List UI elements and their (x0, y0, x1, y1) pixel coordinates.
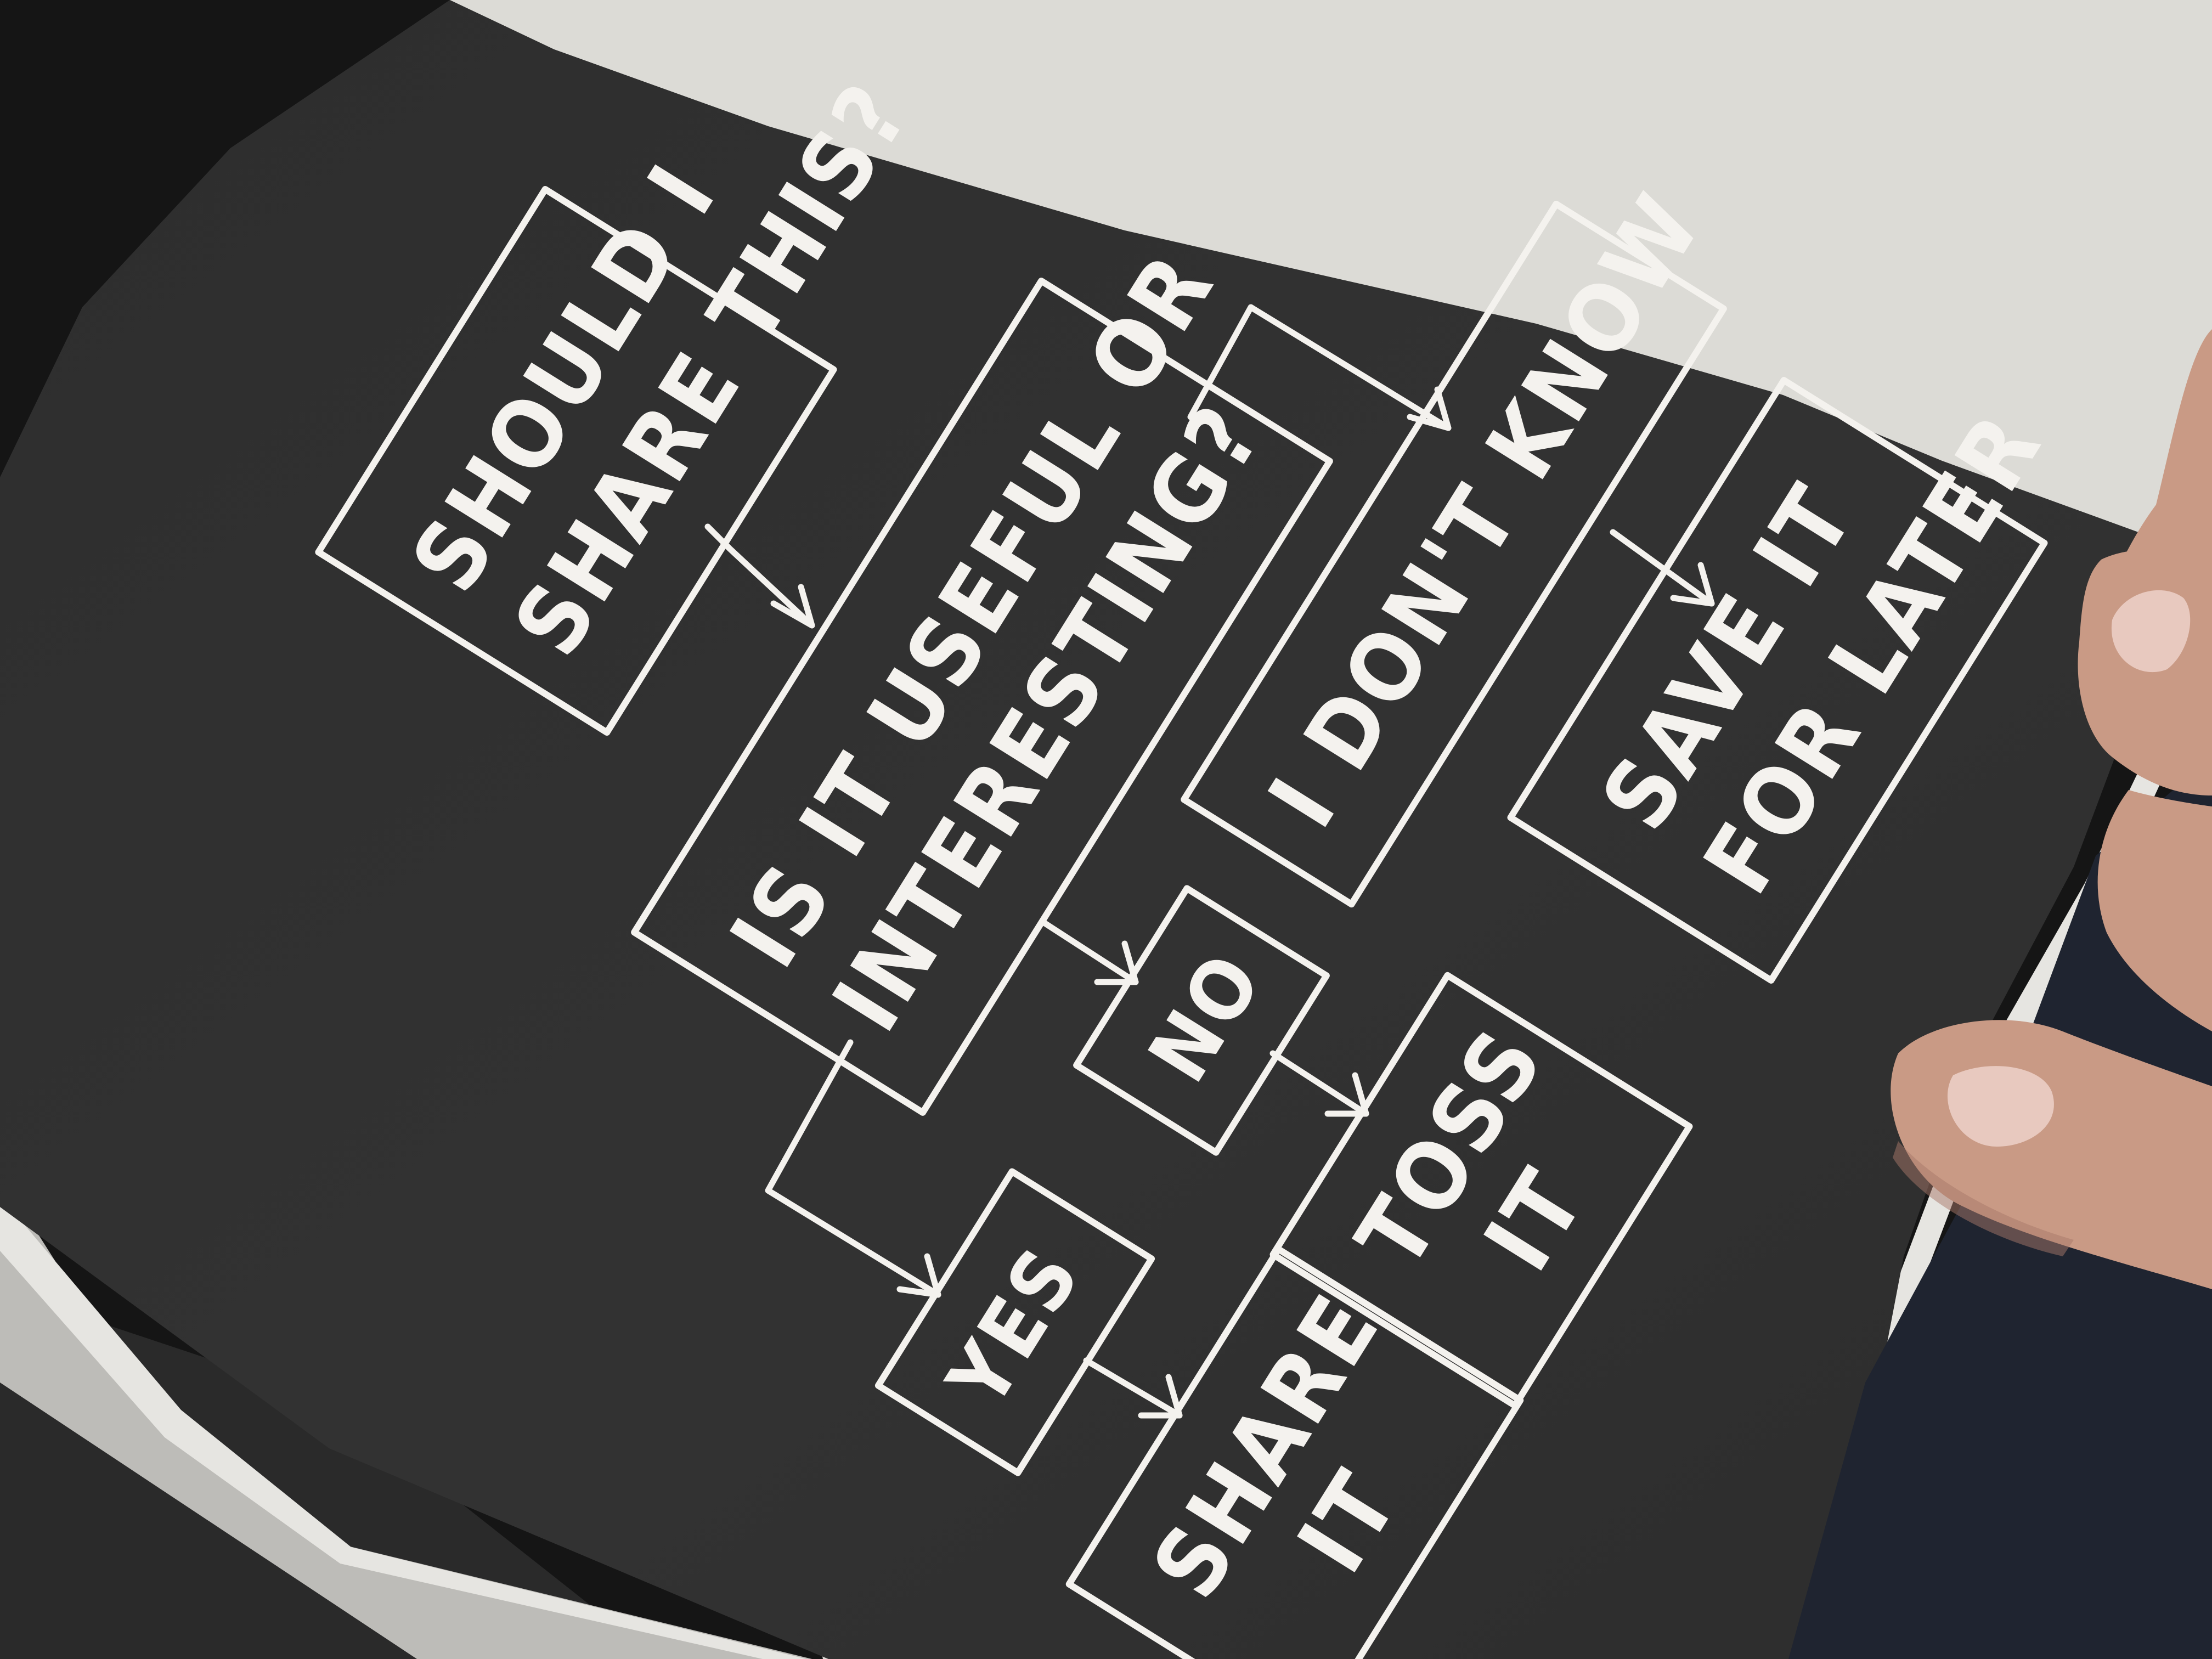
no-box-frame (1073, 885, 1330, 1156)
arrow-yes-to-share (1083, 1357, 1183, 1419)
toss-box-frame (1269, 972, 1693, 1409)
question-box-frame (315, 185, 837, 736)
arrow-no-to-toss (1269, 1050, 1369, 1117)
arrow-useful-to-no (1039, 918, 1139, 985)
desk-surface (0, 1289, 658, 1659)
useful-box-frame (631, 278, 1333, 1116)
arrow-dont-know-to-save (1610, 529, 1715, 607)
fingernail (2111, 590, 2191, 673)
share-box-frame (1065, 1245, 1524, 1659)
page-stack-edge (0, 1196, 806, 1659)
arrow-question-to-useful (704, 523, 815, 629)
palm (2097, 790, 2212, 1031)
finger-shadow (1893, 1141, 2074, 1256)
yes-box-frame (874, 1168, 1155, 1476)
dont-know-box-frame (1181, 200, 1727, 908)
save-box-frame (1507, 377, 2048, 984)
fingernail (1947, 1066, 2054, 1147)
